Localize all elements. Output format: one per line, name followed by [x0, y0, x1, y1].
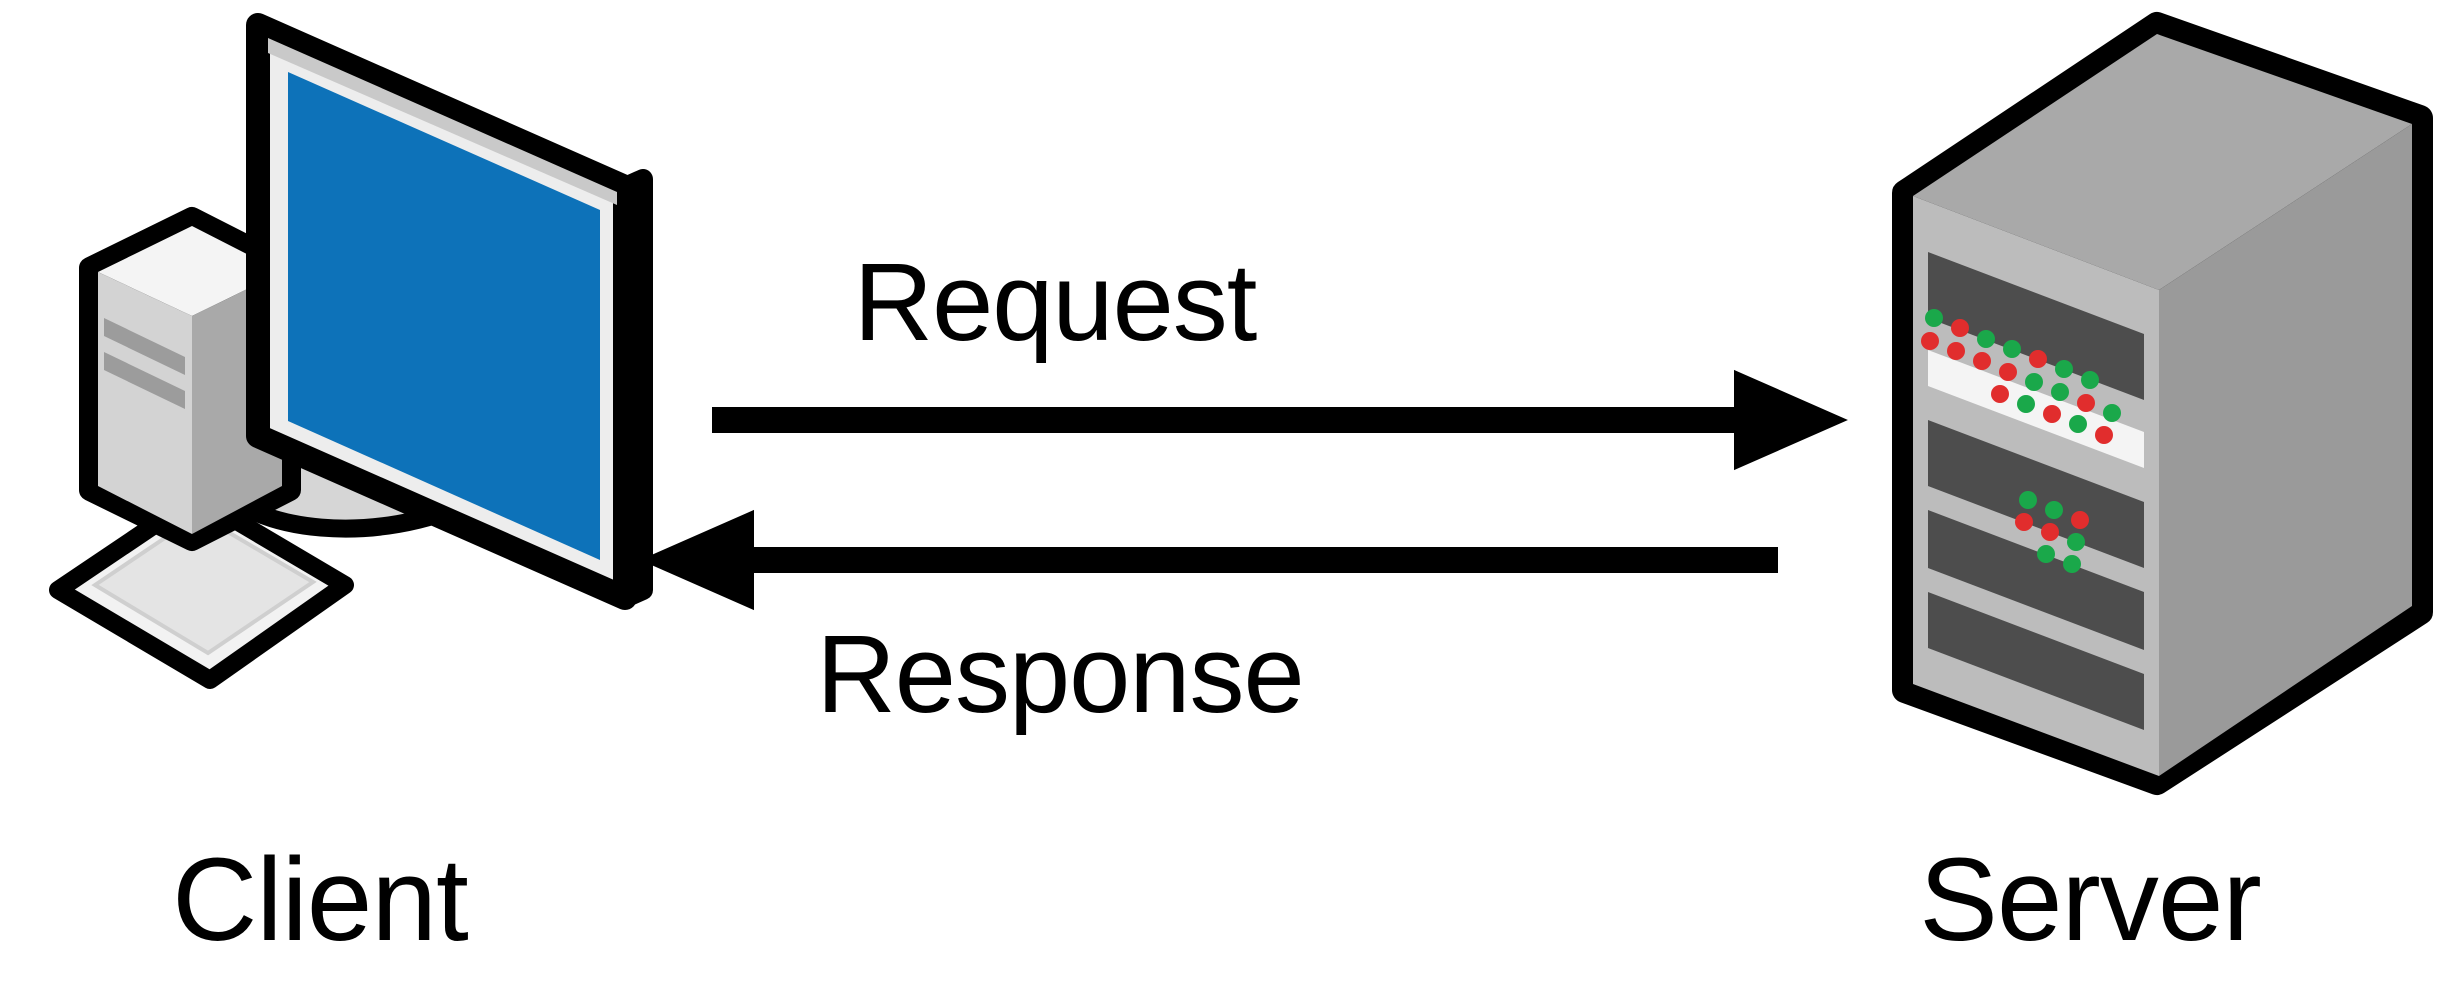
server-drive-bays [1928, 252, 2144, 730]
monitor-icon [246, 13, 653, 610]
upper-led-cluster [1921, 309, 2121, 444]
request-edge[interactable]: Request [712, 241, 1848, 471]
request-arrowhead-icon [1734, 369, 1848, 471]
tower-drive-slot-2 [104, 352, 185, 409]
tower-top-face [98, 226, 282, 316]
tower-drive-slot-1 [104, 318, 185, 375]
client-label: Client [172, 834, 468, 966]
client-node[interactable]: Client [49, 13, 653, 966]
response-label: Response [816, 613, 1303, 736]
server-side-face [2159, 124, 2412, 776]
server-bay-4 [1928, 592, 2144, 730]
lower-led-cluster [2015, 491, 2089, 573]
server-top-face [1913, 34, 2412, 290]
server-node[interactable]: Server [1892, 12, 2433, 966]
response-edge[interactable]: Response [640, 509, 1778, 736]
server-bay-2 [1928, 420, 2144, 568]
keyboard-icon [49, 488, 354, 689]
server-bay-1 [1928, 252, 2144, 400]
server-label: Server [1919, 834, 2261, 966]
response-arrowhead-icon [640, 509, 754, 611]
request-label: Request [854, 241, 1257, 364]
server-bay-3 [1928, 510, 2144, 650]
monitor-screen [288, 72, 600, 560]
server-drive-highlight [1928, 350, 2144, 468]
monitor-side-edge [615, 169, 653, 608]
monitor-top-highlight [268, 38, 617, 205]
